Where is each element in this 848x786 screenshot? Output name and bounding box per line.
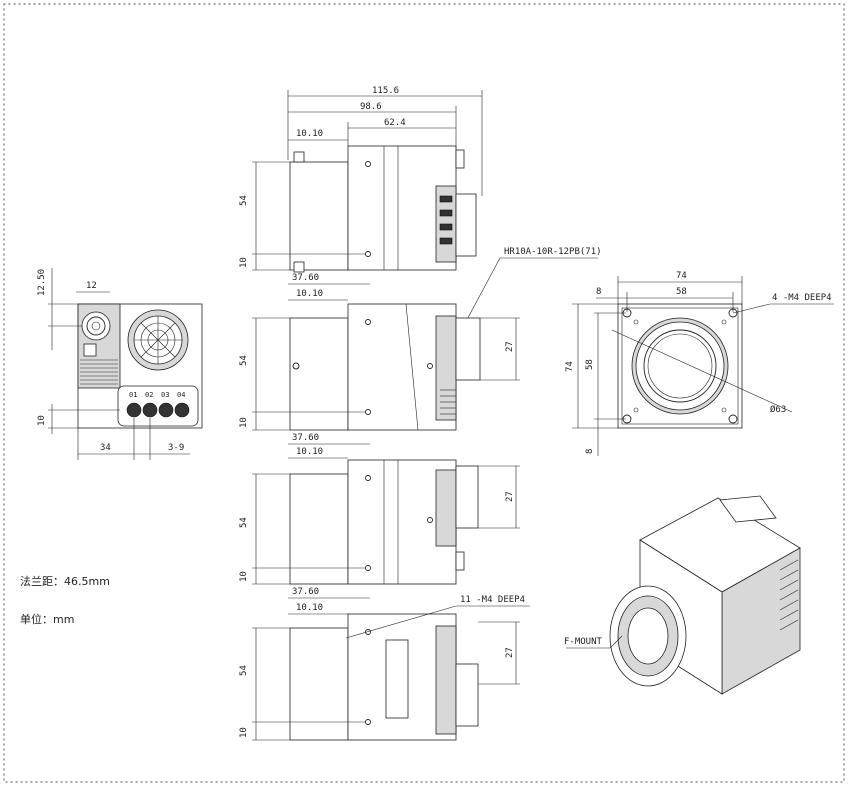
dim-10-top: 10 bbox=[239, 257, 249, 268]
dim-27-c: 27 bbox=[505, 491, 515, 502]
dim-54-d: 54 bbox=[239, 665, 249, 676]
dim-front-74h: 74 bbox=[565, 361, 575, 372]
dim-rear-12: 12 bbox=[86, 281, 97, 291]
dim-10-b: 10 bbox=[239, 417, 249, 428]
io-label-02: 02 bbox=[145, 391, 153, 399]
dim-54-top: 54 bbox=[239, 195, 249, 206]
page-border bbox=[3, 3, 845, 783]
dim-rear-10: 10 bbox=[37, 415, 47, 426]
dim-27-d: 27 bbox=[505, 647, 515, 658]
connector-label: HR10A-10R-12PB(71) bbox=[504, 247, 602, 257]
dim-115-6: 115.6 bbox=[372, 86, 399, 96]
dim-62-4: 62.4 bbox=[384, 118, 406, 128]
dim-37-60-c: 37.60 bbox=[292, 587, 319, 597]
side-view-3: 37.60 10.10 54 10 27 bbox=[239, 433, 520, 585]
rear-view: 01 02 03 04 12 12.50 10 34 3-9 bbox=[37, 268, 203, 460]
dim-54-c: 54 bbox=[239, 517, 249, 528]
front-holes-label: 4 -M4 DEEP4 bbox=[772, 293, 832, 303]
dim-front-8b: 8 bbox=[585, 449, 595, 454]
dim-10-10-c: 10.10 bbox=[296, 603, 323, 613]
dim-front-dia: Ø63 bbox=[770, 404, 786, 415]
front-view: 74 58 8 74 58 8 4 -M4 DEEP4 Ø63 bbox=[565, 271, 834, 456]
bottom-holes-label: 11 -M4 DEEP4 bbox=[460, 595, 525, 605]
side-view-4: 37.60 10.10 11 -M4 DEEP4 54 10 27 bbox=[239, 587, 530, 741]
dim-front-74w: 74 bbox=[676, 271, 687, 281]
dim-98-6: 98.6 bbox=[360, 102, 382, 112]
dim-10-d: 10 bbox=[239, 727, 249, 738]
dim-27-b: 27 bbox=[505, 341, 515, 352]
dim-front-58w: 58 bbox=[676, 287, 687, 297]
dim-37-60-b: 37.60 bbox=[292, 433, 319, 443]
dim-rear-3-9: 3-9 bbox=[168, 443, 184, 453]
io-label-04: 04 bbox=[177, 391, 185, 399]
dim-rear-12-50: 12.50 bbox=[37, 269, 47, 296]
lens-mount-body bbox=[289, 161, 349, 271]
dim-front-58h: 58 bbox=[585, 359, 595, 370]
dim-10-10-b: 10.10 bbox=[296, 447, 323, 457]
flange-distance-note: 法兰距：46.5mm bbox=[20, 574, 110, 588]
dim-37-60-a: 37.60 bbox=[292, 273, 319, 283]
dim-54-b: 54 bbox=[239, 355, 249, 366]
fmount-label: F-MOUNT bbox=[564, 637, 603, 647]
side-view-2: 37.60 10.10 54 10 27 bbox=[239, 273, 520, 431]
dim-10-c: 10 bbox=[239, 571, 249, 582]
io-label-01: 01 bbox=[129, 391, 137, 399]
side-view-top: 115.6 98.6 62.4 10.10 54 10 HR10A-10R-12… bbox=[239, 86, 602, 341]
dim-10-10: 10.10 bbox=[296, 129, 323, 139]
dim-rear-34: 34 bbox=[100, 443, 111, 453]
iso-view: F-MOUNT bbox=[564, 495, 801, 695]
io-label-03: 03 bbox=[161, 391, 169, 399]
dim-front-8: 8 bbox=[596, 287, 601, 297]
unit-note: 单位：mm bbox=[20, 612, 74, 626]
dim-10-10-a: 10.10 bbox=[296, 289, 323, 299]
